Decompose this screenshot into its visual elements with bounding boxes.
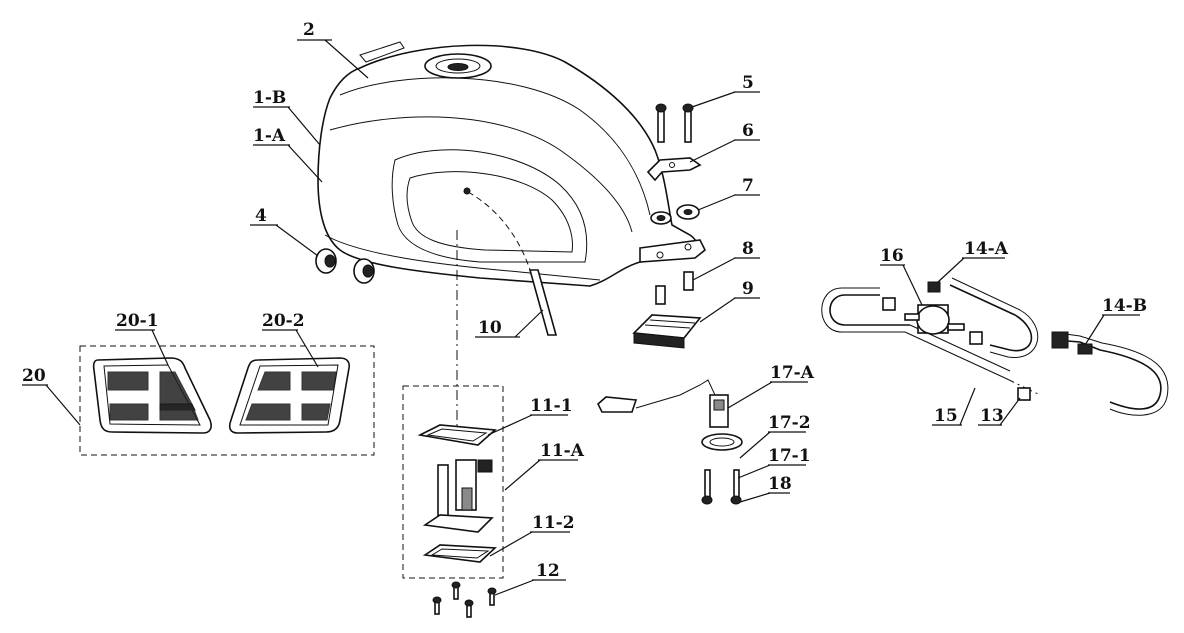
label-1-a: 1-A: [253, 126, 286, 146]
label-1-b: 1-B: [253, 88, 286, 108]
callout-labels: 2 1-B 1-A 4 5 6 7 8 9 10 11-1 11-A 11-2 …: [22, 20, 1147, 581]
label-13: 13: [980, 406, 1004, 426]
label-17-a: 17-A: [770, 363, 815, 383]
label-11-1: 11-1: [530, 396, 573, 416]
fuel-line-assembly: [821, 277, 1169, 416]
label-8: 8: [742, 239, 754, 259]
label-20-2: 20-2: [262, 311, 305, 331]
fuel-pump-assembly: [402, 230, 504, 579]
rubber-pad: [632, 314, 702, 349]
label-6: 6: [742, 121, 754, 141]
tank-emblems: [79, 345, 375, 456]
fuel-tank: [317, 41, 707, 287]
mounting-bolts: [655, 103, 694, 143]
pump-screws: [432, 581, 497, 618]
rubber-dampers: [315, 248, 375, 284]
label-14-a: 14-A: [964, 239, 1009, 259]
label-10: 10: [478, 318, 502, 338]
label-11-2: 11-2: [532, 513, 575, 533]
label-14-b: 14-B: [1102, 296, 1147, 316]
label-17-1: 17-1: [768, 446, 811, 466]
label-5: 5: [742, 73, 754, 93]
label-15: 15: [934, 406, 958, 426]
label-12: 12: [536, 561, 560, 581]
rubber-washers: [650, 204, 700, 225]
label-16: 16: [880, 246, 904, 266]
fuel-hose: [463, 187, 558, 336]
label-18: 18: [768, 474, 792, 494]
spacers: [655, 271, 694, 305]
label-7: 7: [742, 176, 754, 196]
label-11-a: 11-A: [540, 441, 585, 461]
label-4: 4: [255, 206, 267, 226]
label-17-2: 17-2: [768, 413, 811, 433]
label-20-1: 20-1: [116, 311, 159, 331]
mounting-bracket: [646, 157, 702, 182]
label-9: 9: [742, 279, 754, 299]
leader-lines: [22, 39, 1140, 596]
label-20: 20: [22, 366, 46, 386]
label-2: 2: [303, 20, 315, 40]
fuel-level-sender: [597, 379, 743, 505]
